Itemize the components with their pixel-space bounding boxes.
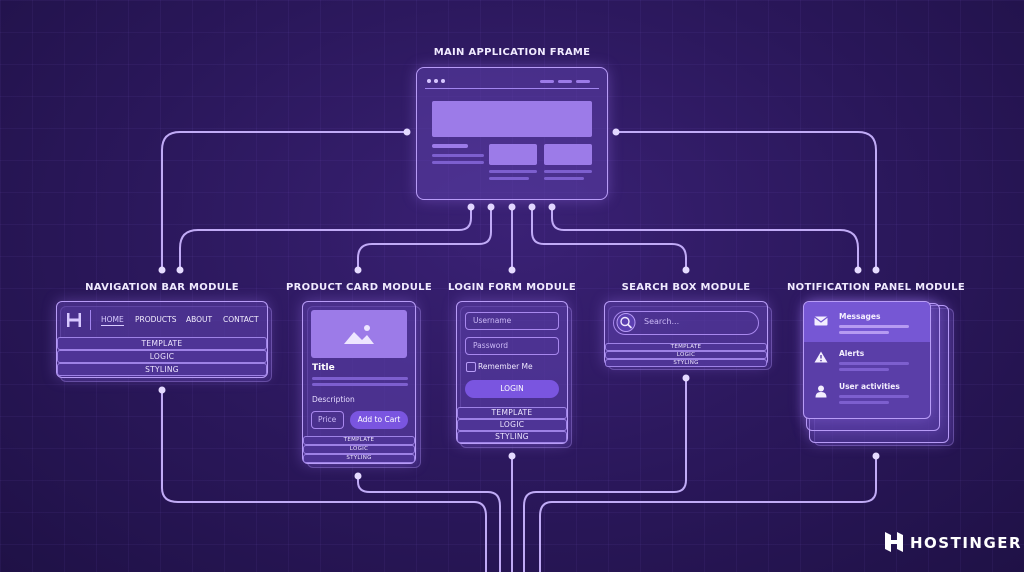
nav-bar: HOME PRODUCTS ABOUT CONTACT bbox=[57, 302, 267, 337]
menu-bar bbox=[558, 80, 572, 83]
nav-divider bbox=[90, 310, 91, 330]
content-block bbox=[544, 144, 592, 165]
product-card-module: Title Description Price Add to Cart TEMP… bbox=[302, 301, 416, 464]
remember-me-label: Remember Me bbox=[478, 362, 533, 371]
layer-logic: LOGIC bbox=[57, 350, 267, 363]
login-button[interactable]: LOGIN bbox=[465, 380, 559, 398]
hero-block bbox=[432, 101, 592, 137]
warning-icon bbox=[814, 351, 828, 363]
hostinger-logo-icon bbox=[885, 532, 903, 552]
layer-logic: LOGIC bbox=[303, 445, 415, 454]
nav-module: HOME PRODUCTS ABOUT CONTACT TEMPLATE LOG… bbox=[56, 301, 268, 378]
content-block bbox=[489, 144, 537, 165]
text-line bbox=[839, 368, 889, 371]
search-box[interactable]: Search... bbox=[613, 311, 759, 335]
text-line bbox=[839, 325, 909, 328]
layer-styling: STYLING bbox=[57, 363, 267, 376]
add-to-cart-button[interactable]: Add to Cart bbox=[350, 411, 408, 429]
notification-label: Alerts bbox=[839, 349, 865, 358]
window-dot bbox=[434, 79, 438, 83]
text-line bbox=[432, 144, 468, 148]
user-icon bbox=[815, 385, 827, 398]
notification-panel: Messages Alerts User activities bbox=[803, 301, 931, 419]
search-placeholder: Search... bbox=[644, 317, 680, 326]
text-line bbox=[312, 377, 408, 380]
text-line bbox=[489, 177, 529, 180]
text-line bbox=[312, 383, 408, 386]
login-module-title: LOGIN FORM MODULE bbox=[448, 282, 576, 293]
layer-template: TEMPLATE bbox=[605, 343, 767, 351]
text-line bbox=[489, 170, 537, 173]
text-line bbox=[544, 170, 592, 173]
search-icon bbox=[616, 313, 636, 332]
notification-item-user-activities[interactable]: User activities bbox=[804, 376, 930, 416]
layer-styling: STYLING bbox=[303, 454, 415, 463]
notification-label: Messages bbox=[839, 312, 881, 321]
nav-item-contact[interactable]: CONTACT bbox=[223, 315, 259, 324]
text-line bbox=[544, 177, 584, 180]
text-line bbox=[839, 401, 889, 404]
product-image bbox=[311, 310, 407, 358]
nav-item-home[interactable]: HOME bbox=[101, 315, 124, 326]
image-placeholder-icon bbox=[344, 325, 374, 344]
layer-logic: LOGIC bbox=[605, 351, 767, 359]
text-line bbox=[839, 362, 909, 365]
text-line bbox=[839, 331, 889, 334]
login-form-module: Username Password Remember Me LOGIN TEMP… bbox=[456, 301, 568, 444]
main-frame-title: MAIN APPLICATION FRAME bbox=[433, 47, 591, 58]
h-logo-icon bbox=[67, 313, 81, 327]
nav-item-products[interactable]: PRODUCTS bbox=[135, 315, 177, 324]
layer-template: TEMPLATE bbox=[303, 436, 415, 445]
layer-template: TEMPLATE bbox=[457, 407, 567, 419]
notification-item-messages[interactable]: Messages bbox=[804, 302, 930, 342]
brand-name: HOSTINGER bbox=[910, 534, 1023, 552]
layer-logic: LOGIC bbox=[457, 419, 567, 431]
text-line bbox=[432, 154, 484, 157]
username-field[interactable]: Username bbox=[465, 312, 559, 330]
window-dot bbox=[441, 79, 445, 83]
product-title: Title bbox=[312, 363, 335, 373]
search-box-module: Search... TEMPLATE LOGIC STYLING bbox=[604, 301, 768, 367]
window-titlebar bbox=[425, 76, 599, 89]
remember-me-checkbox[interactable] bbox=[466, 362, 476, 372]
search-module-title: SEARCH BOX MODULE bbox=[621, 282, 751, 293]
layer-template: TEMPLATE bbox=[57, 337, 267, 350]
notify-module-title: NOTIFICATION PANEL MODULE bbox=[787, 282, 965, 293]
layer-styling: STYLING bbox=[605, 359, 767, 367]
layer-styling: STYLING bbox=[457, 431, 567, 443]
nav-item-about[interactable]: ABOUT bbox=[186, 315, 213, 324]
menu-bar bbox=[576, 80, 590, 83]
menu-bar bbox=[540, 80, 554, 83]
text-line bbox=[839, 395, 909, 398]
notification-label: User activities bbox=[839, 382, 900, 391]
product-module-title: PRODUCT CARD MODULE bbox=[286, 282, 432, 293]
window-dot bbox=[427, 79, 431, 83]
password-field[interactable]: Password bbox=[465, 337, 559, 355]
notification-item-alerts[interactable]: Alerts bbox=[804, 342, 930, 376]
main-application-frame bbox=[416, 67, 608, 200]
product-description: Description bbox=[312, 395, 355, 404]
nav-module-title: NAVIGATION BAR MODULE bbox=[85, 282, 239, 293]
price-field: Price bbox=[311, 411, 344, 429]
mail-icon bbox=[814, 316, 828, 326]
text-line bbox=[432, 161, 484, 164]
